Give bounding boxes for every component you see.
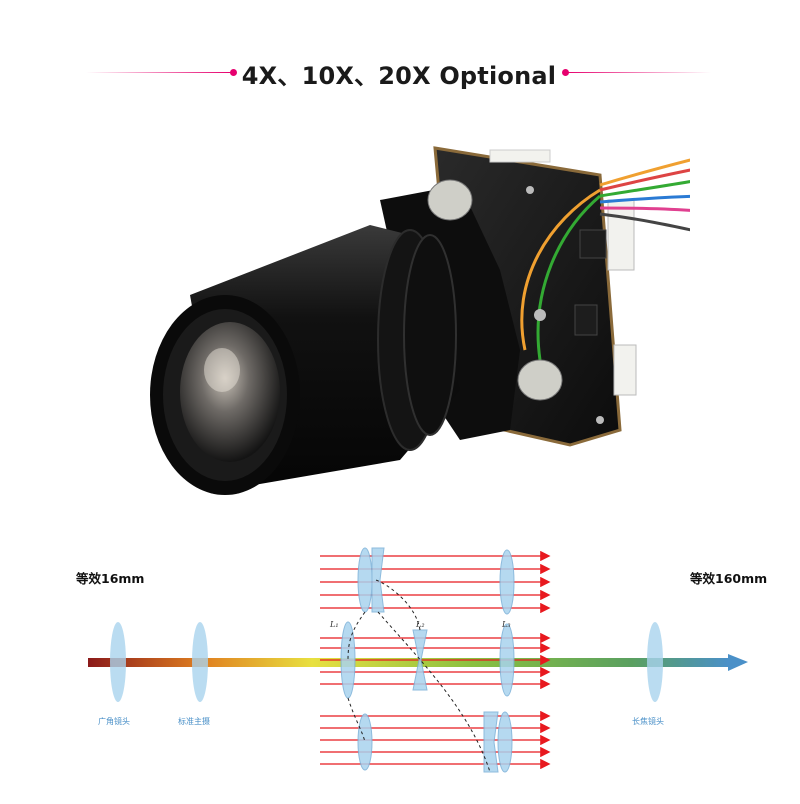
header-banner: 4X、10X、20X Optional	[0, 48, 800, 98]
wide-lens-shape	[110, 622, 126, 702]
optical-axis	[88, 658, 728, 667]
standard-lens-shape	[192, 622, 208, 702]
right-equiv-label: 等效160mm	[690, 571, 768, 586]
left-decorative-dot	[230, 69, 237, 76]
optical-diagram: 等效16mm 等效160mm 广角镜头 标准主摄 长焦镜头 L₁ L₂ L₃	[0, 540, 800, 800]
standard-lens-label: 标准主摄	[178, 717, 210, 726]
lens-l2-label: L₂	[416, 620, 425, 629]
right-decorative-dot	[562, 69, 569, 76]
page-title: 4X、10X、20X Optional	[241, 62, 557, 90]
tele-lens-shape	[647, 622, 663, 702]
tele-lens-label: 长焦镜头	[632, 717, 664, 726]
right-decorative-rule	[566, 72, 711, 73]
camera-module-icon	[130, 130, 711, 540]
left-equiv-label: 等效16mm	[76, 571, 145, 586]
left-decorative-rule	[86, 72, 231, 73]
lens-l1-label: L₁	[330, 620, 339, 629]
lens-l3-label: L₃	[502, 620, 511, 629]
wide-lens-label: 广角镜头	[98, 717, 130, 726]
